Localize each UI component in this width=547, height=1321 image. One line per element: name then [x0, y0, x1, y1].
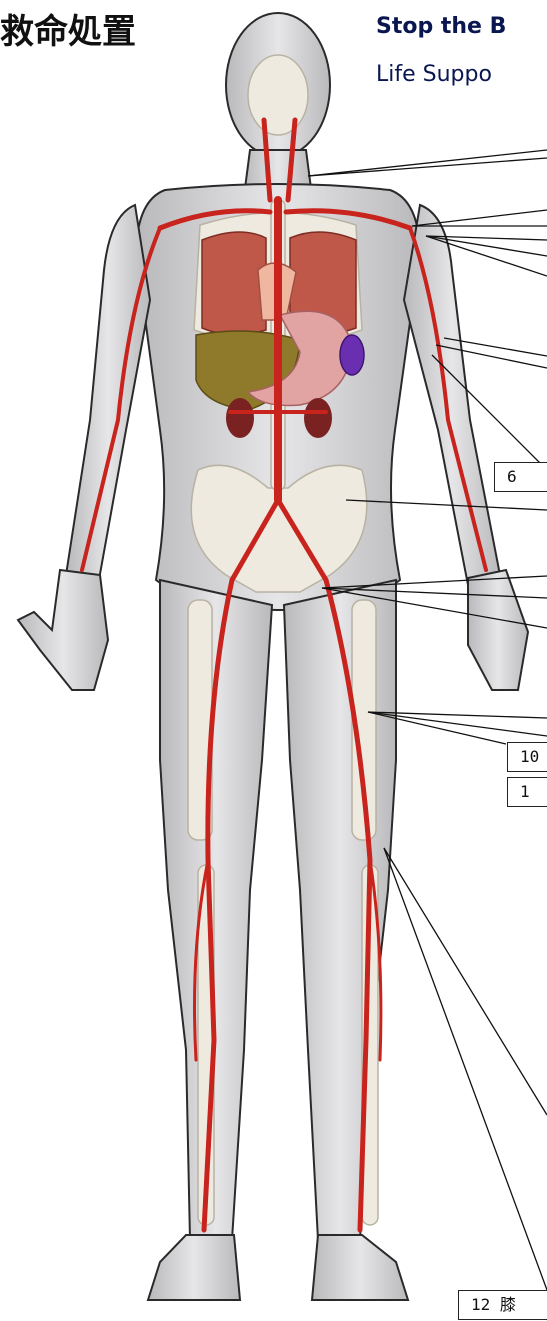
- leader-line-neck: [308, 150, 547, 176]
- left-kidney: [226, 398, 254, 438]
- right-hand: [468, 570, 528, 690]
- left-hand: [18, 570, 108, 690]
- right-leg: [284, 580, 396, 1240]
- right-foot: [312, 1235, 408, 1300]
- leader-line-neck-2: [308, 158, 547, 176]
- skull-icon: [248, 55, 308, 135]
- left-lung: [202, 232, 266, 335]
- spleen: [340, 335, 364, 375]
- left-arm: [66, 205, 150, 585]
- leader-line-knee: [384, 848, 547, 1115]
- left-foot: [148, 1235, 240, 1300]
- right-arm: [404, 205, 500, 585]
- label-box-11: 1: [507, 777, 547, 807]
- label-box-12: 12 膝: [458, 1290, 547, 1320]
- label-box-6: 6: [494, 462, 547, 492]
- label-box-10: 10: [507, 742, 547, 772]
- right-kidney: [304, 398, 332, 438]
- leader-line-knee-2: [384, 848, 547, 1290]
